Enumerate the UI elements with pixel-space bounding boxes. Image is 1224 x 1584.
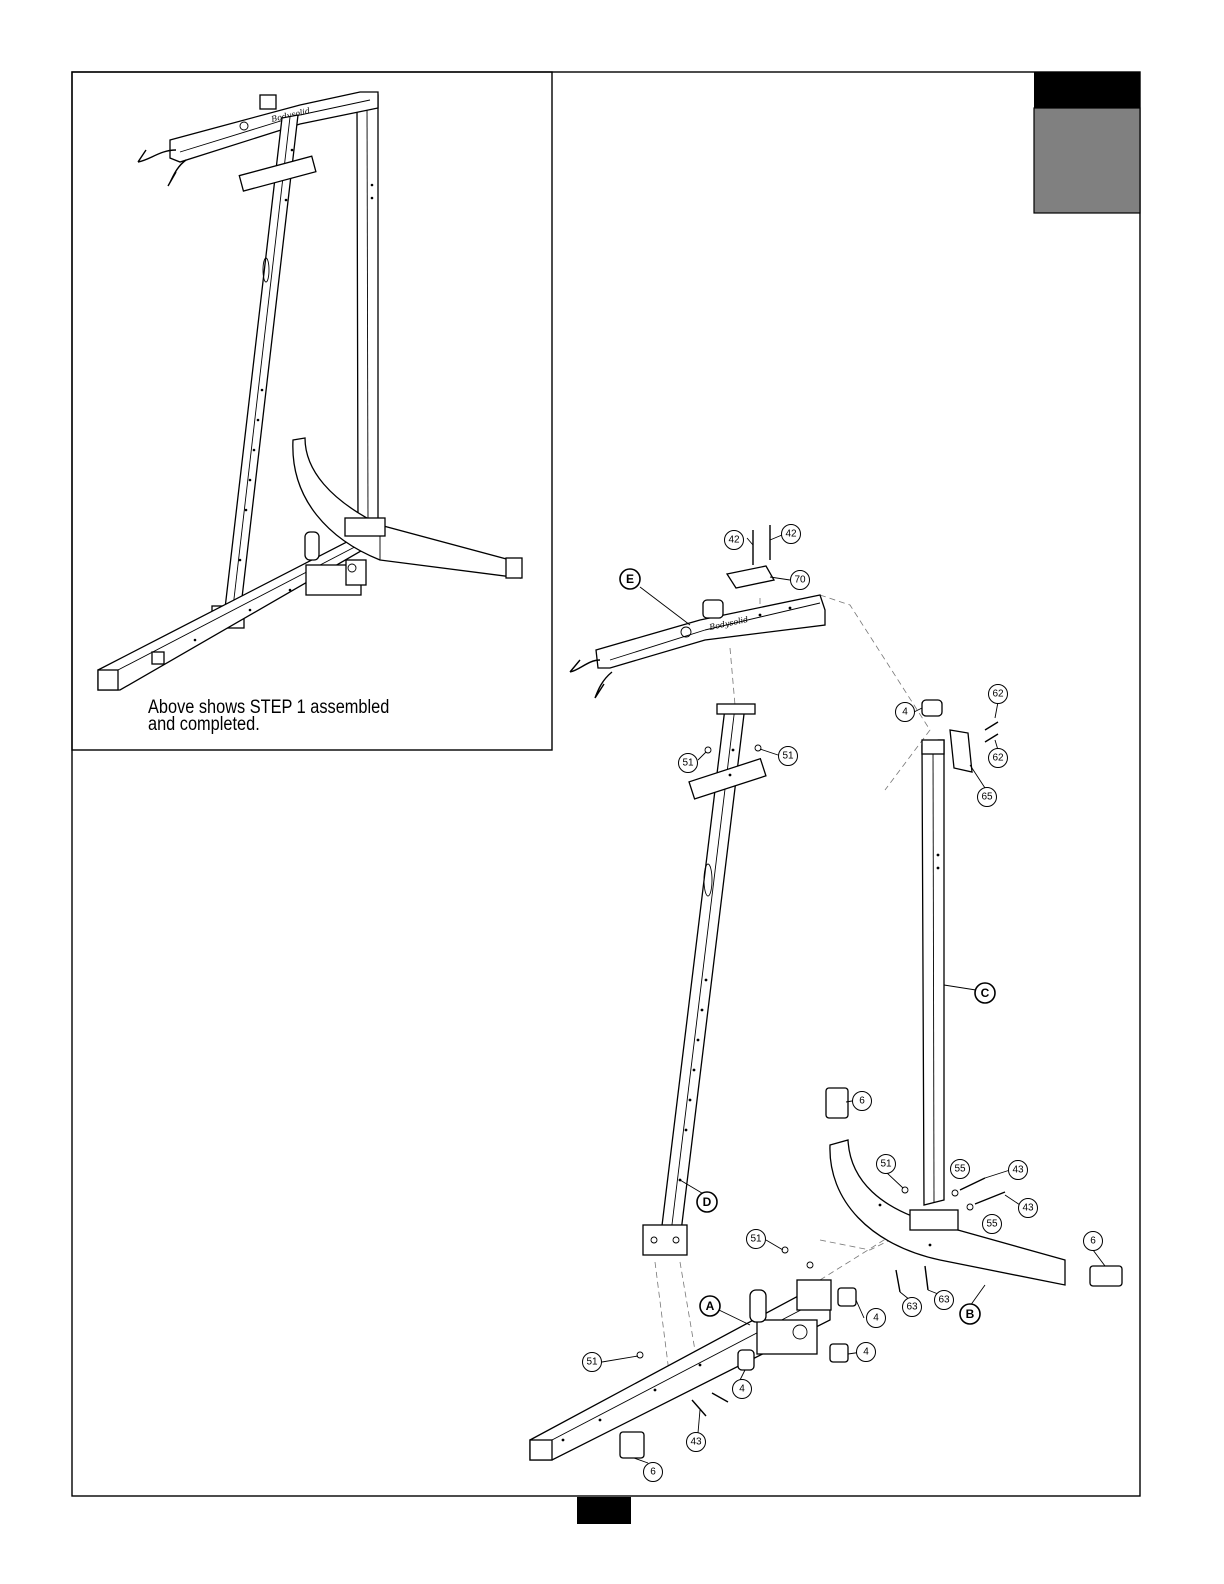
part-callout-51: 51 [679,754,698,773]
part-callouts: 42 42 70 4 62 62 65 51 51 6 51 55 43 55 43 6 51 4 63 63 51 4 4… [583,525,1103,1482]
part-callout-63: 63 [935,1291,954,1310]
part-callout-65: 65 [978,788,997,807]
part-callout-label: 6 [650,1467,656,1478]
caption-line-2: and completed. [148,716,406,733]
part-callout-label: 43 [1022,1203,1034,1214]
frame-letter-label: D [703,1195,712,1209]
frame-letter-label: B [966,1307,975,1321]
part-callout-4: 4 [896,703,915,722]
part-callout-62: 62 [989,749,1008,768]
part-callout-label: 63 [938,1295,950,1306]
frame-letter-a: A [700,1296,720,1316]
part-callout-label: 42 [785,529,797,540]
frame-letter-label: C [981,986,990,1000]
frame-letter-label: E [626,572,634,586]
part-callout-label: 70 [794,575,806,586]
page-number-marker [577,1497,631,1524]
part-callout-43: 43 [687,1433,706,1452]
part-callout-label: 42 [728,535,740,546]
part-callout-label: 55 [986,1219,998,1230]
part-callout-43: 43 [1019,1199,1038,1218]
part-callout-label: 51 [586,1357,598,1368]
part-callout-label: 51 [750,1234,762,1245]
frame-letter-d: D [697,1192,717,1212]
part-callout-4: 4 [857,1343,876,1362]
page-border [72,72,1140,1496]
frame-letter-c: C [975,983,995,1003]
part-callout-63: 63 [903,1298,922,1317]
frame-letter-e: E [620,569,640,589]
part-callout-label: 4 [739,1384,745,1395]
part-callout-label: 65 [981,792,993,803]
part-callout-label: 6 [1090,1236,1096,1247]
part-callout-label: 6 [859,1096,865,1107]
part-callout-6: 6 [644,1463,663,1482]
leader-lines [602,535,1105,1463]
part-callout-label: 4 [873,1313,879,1324]
part-callout-55: 55 [951,1160,970,1179]
part-callout-label: 43 [690,1437,702,1448]
part-callout-label: 63 [906,1302,918,1313]
part-callout-label: 4 [902,707,908,718]
part-callout-label: 62 [992,689,1004,700]
inset-assembled-frame: Bodysolid [98,92,522,690]
part-callout-43: 43 [1009,1161,1028,1180]
part-callout-51: 51 [779,747,798,766]
step-tab-top [1034,72,1140,108]
part-callout-62: 62 [989,685,1008,704]
part-callout-label: 62 [992,753,1004,764]
part-callout-70: 70 [791,571,810,590]
part-callout-4: 4 [867,1309,886,1328]
part-callout-51: 51 [877,1155,896,1174]
part-callout-55: 55 [983,1215,1002,1234]
frame-letter-b: B [960,1304,980,1324]
part-callout-label: 51 [682,758,694,769]
step-tab-bottom [1034,108,1140,213]
part-callout-label: 55 [954,1164,966,1175]
exploded-view: Bodysolid [530,525,1122,1460]
part-callout-6: 6 [853,1092,872,1111]
part-callout-6: 6 [1084,1232,1103,1251]
part-callout-label: 43 [1012,1165,1024,1176]
part-callout-51: 51 [583,1353,602,1372]
part-callout-4: 4 [733,1380,752,1399]
frame-letter-label: A [706,1299,715,1313]
part-callout-label: 51 [782,751,794,762]
part-callout-42: 42 [725,531,744,550]
part-callout-51: 51 [747,1230,766,1249]
part-callout-label: 4 [863,1347,869,1358]
inset-caption: Above shows STEP 1 assembled and complet… [148,699,406,733]
part-callout-42: 42 [782,525,801,544]
part-callout-label: 51 [880,1159,892,1170]
